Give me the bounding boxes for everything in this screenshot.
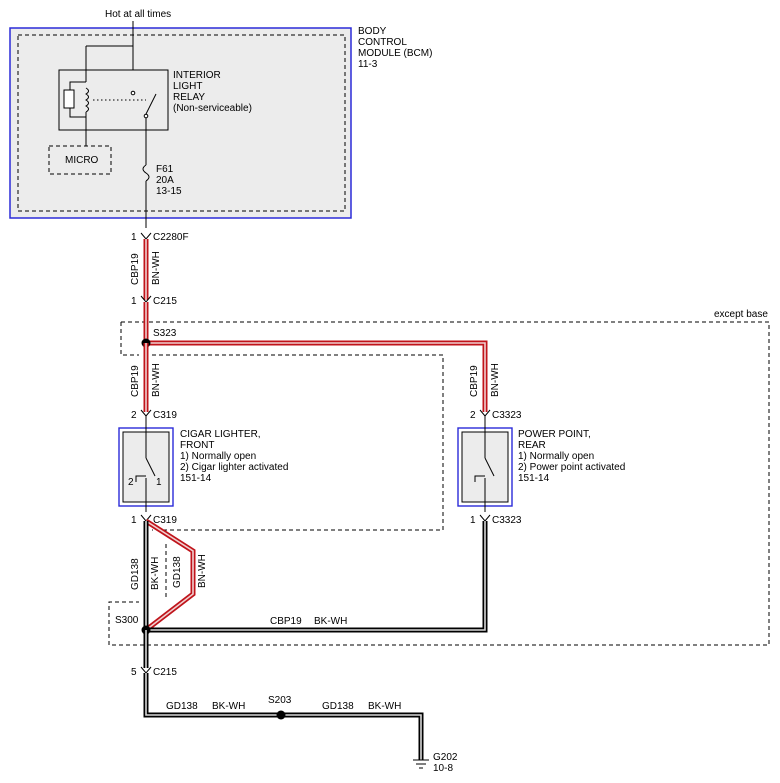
cigar-label-line3: 1) Normally open [180,451,256,462]
cigar-pin-right: 1 [156,477,162,488]
fuse-label-line2: 20A [156,175,174,186]
fuse-f61-icon [142,164,150,182]
wire-cbp19-bkwh-bottom-core [146,521,486,631]
c2280f-connector-icon [140,232,152,240]
cigar-pin-left: 2 [128,477,134,488]
relay-label-line2: LIGHT [173,81,202,92]
relay-label-line1: INTERIOR [173,70,221,81]
cigar-label-line2: FRONT [180,440,214,451]
bkwh-a-label: BK-WH [150,557,161,590]
power-contact-left [474,475,485,482]
g202-ref: 10-8 [433,763,453,774]
wire-left-mid-color: BN-WH [151,363,162,397]
bcm-label-line4: 11-3 [358,59,378,70]
bnwh-b-label: BN-WH [197,554,208,588]
cigar-label-line5: 151-14 [180,473,212,484]
splice-s203 [276,710,286,720]
cigar-label-line1: CIGAR LIGHTER, [180,429,261,440]
c215-bot-pin: 5 [131,667,137,678]
coil-resistor-icon [63,89,75,109]
c319-bot-pin: 1 [131,515,137,526]
wire-gd138-bnwh-loop-core [145,520,194,631]
cbp19-bottom-label: CBP19 [270,616,302,627]
s203-label: S203 [268,695,292,706]
except-base-region [108,321,770,646]
ground-icon [413,759,429,769]
bcm-label-line3: MODULE (BCM) [358,48,432,59]
c3323-bot-pin: 1 [470,515,476,526]
fuse-label-line1: F61 [156,164,174,175]
hot-at-all-times-label: Hot at all times [105,9,171,20]
bkwh-c-label: BK-WH [212,701,245,712]
c215-top-label: C215 [153,296,177,307]
c215-bot-label: C215 [153,667,177,678]
c3323-bot-label: C3323 [492,515,522,526]
micro-box [48,145,112,175]
wire-s323-to-power-point [146,340,488,412]
except-base-label: except base [714,309,768,320]
relay-contact-fixed [130,90,136,96]
gd138-a-label: GD138 [130,558,141,590]
c319-top-label: C319 [153,410,177,421]
power-label-line5: 151-14 [518,473,550,484]
relay-label-line3: RELAY [173,92,205,103]
wire-left-mid-code: CBP19 [130,365,141,397]
c3323-bot-connector-icon [479,514,491,522]
c3323-top-pin: 2 [470,410,476,421]
bkwh-d-label: BK-WH [368,701,401,712]
relay-switch-arm [145,93,157,115]
micro-label: MICRO [65,155,99,166]
c319-bot-connector-icon [140,514,152,522]
c2280f-label: C2280F [153,232,189,243]
gd138-d-label: GD138 [322,701,354,712]
cigar-switch-arm [145,457,156,477]
c2280f-pin: 1 [131,232,137,243]
wire-s323-to-power-point-core [146,342,486,412]
c3323-top-label: C3323 [492,410,522,421]
power-label-line4: 2) Power point activated [518,462,625,473]
except-base-region-left [120,322,139,356]
bcm-inner-dashed-box [17,34,346,212]
cigar-contact-left [135,475,146,482]
power-label-line2: REAR [518,440,546,451]
bcm-label-line2: CONTROL [358,37,407,48]
s323-label: S323 [153,328,177,339]
wire-top-color: BN-WH [151,251,162,285]
cigar-label-line4: 2) Cigar lighter activated [180,462,288,473]
wire-right-color: BN-WH [490,363,501,397]
power-label-line3: 1) Normally open [518,451,594,462]
gd138-b-label: GD138 [172,556,183,588]
power-label-line1: POWER POINT, [518,429,591,440]
coil-winding-icon [85,87,89,113]
gd138-c-label: GD138 [166,701,198,712]
relay-label-line4: (Non-serviceable) [173,103,252,114]
relay-contact-common [143,113,149,119]
s300-label: S300 [115,615,139,626]
wire-right-code: CBP19 [469,365,480,397]
bkwh-bottom-label: BK-WH [314,616,347,627]
g202-label: G202 [433,752,458,763]
bcm-label-line1: BODY [358,26,387,37]
c319-top-pin: 2 [131,410,137,421]
front-region-dashed [152,354,444,531]
fuse-label-line3: 13-15 [156,186,182,197]
power-switch-arm [484,457,495,477]
c215-top-pin: 1 [131,296,137,307]
c319-bot-label: C319 [153,515,177,526]
wire-top-code: CBP19 [130,253,141,285]
